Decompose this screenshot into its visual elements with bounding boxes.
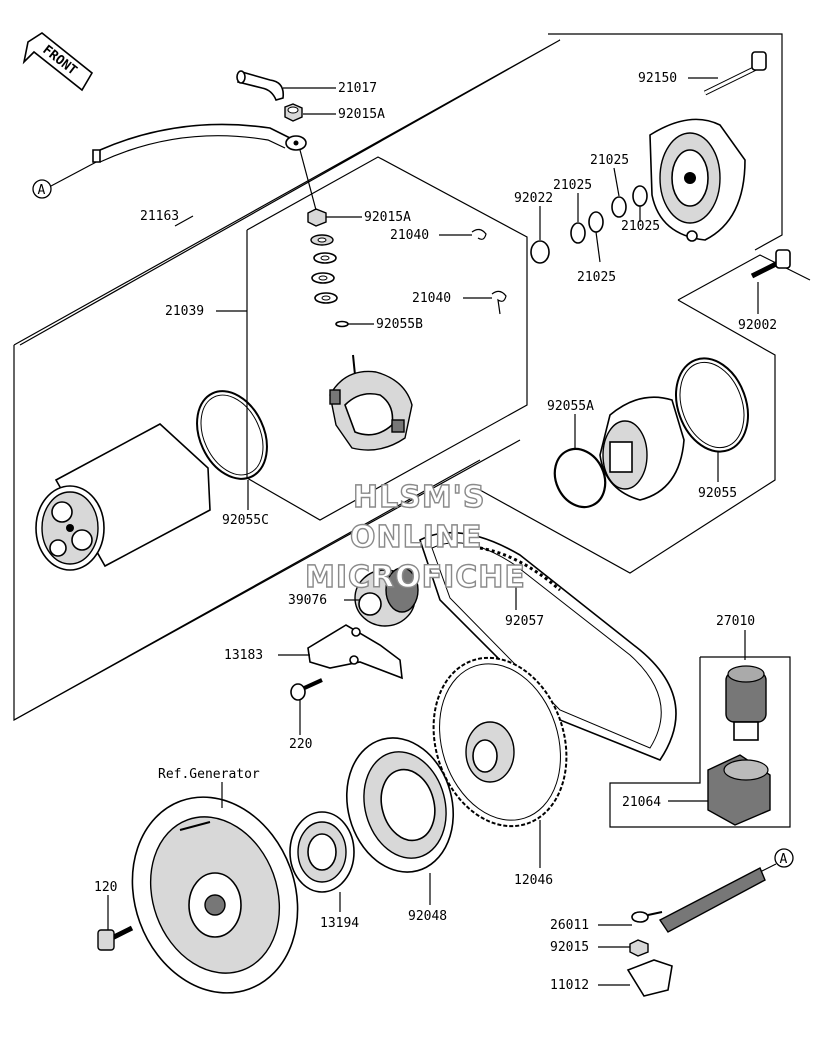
bolt-92002 <box>750 249 791 279</box>
label-92048: 92048 <box>408 909 447 924</box>
label-92015: 92015 <box>550 940 589 955</box>
assembly-outline-end-cover <box>479 254 811 574</box>
label-21017: 21017 <box>338 81 377 96</box>
label-21025-a: 21025 <box>590 153 629 168</box>
relay-holder-21064 <box>707 754 771 826</box>
svg-text:MICROFICHE: MICROFICHE <box>305 560 526 595</box>
label-92015a-top: 92015A <box>338 107 385 122</box>
label-21025-c: 21025 <box>621 219 660 234</box>
ref-marker-a-left: A <box>32 159 101 199</box>
label-ref-generator: Ref.Generator <box>158 767 260 782</box>
watermark: HLSM'S ONLINE MICROFICHE <box>304 479 526 595</box>
label-12046: 12046 <box>514 873 553 888</box>
label-13194: 13194 <box>320 916 359 931</box>
screw-220 <box>290 678 323 701</box>
svg-text:ONLINE: ONLINE <box>350 520 483 555</box>
starter-cable <box>92 123 307 163</box>
leader-lines <box>107 77 759 986</box>
label-120: 120 <box>94 880 117 895</box>
o-ring-92055c <box>196 390 268 480</box>
label-92055c: 92055C <box>222 513 269 528</box>
brush-spring-21040 <box>471 228 507 315</box>
front-cover <box>599 396 685 501</box>
svg-text:A: A <box>38 183 46 198</box>
label-220: 220 <box>289 737 312 752</box>
label-11012: 11012 <box>550 978 589 993</box>
label-21039: 21039 <box>165 304 204 319</box>
end-cover <box>649 118 746 242</box>
starter-chain-92057 <box>419 531 677 761</box>
label-21025-d: 21025 <box>577 270 616 285</box>
label-26011: 26011 <box>550 918 589 933</box>
label-21040-b: 21040 <box>412 291 451 306</box>
label-92057: 92057 <box>505 614 544 629</box>
nut-92015a-mid <box>307 208 327 227</box>
label-92055: 92055 <box>698 486 737 501</box>
washer-stack <box>310 234 349 328</box>
label-92055a: 92055A <box>547 399 594 414</box>
label-21025-b: 21025 <box>553 178 592 193</box>
assembly-outline-relay <box>609 656 791 828</box>
battery-cable: A <box>631 848 794 933</box>
nut-92015a-top <box>284 103 303 122</box>
label-13183: 13183 <box>224 648 263 663</box>
label-92002: 92002 <box>738 318 777 333</box>
front-arrow-icon: FRONT <box>22 32 94 92</box>
assembly-outline-starter <box>13 33 783 722</box>
o-ring-92055 <box>675 357 749 453</box>
starter-clutch-92048 <box>345 737 455 873</box>
label-21064: 21064 <box>622 795 661 810</box>
label-21040-a: 21040 <box>390 228 429 243</box>
one-way-clutch-13194 <box>289 811 355 893</box>
brush-holder-plate <box>329 354 413 451</box>
label-92022: 92022 <box>514 191 553 206</box>
sprocket-12046 <box>432 656 568 828</box>
label-92015a-mid: 92015A <box>364 210 411 225</box>
nut-92015 <box>629 939 649 957</box>
bolt-92150 <box>703 51 767 96</box>
o-ring-92055a <box>553 447 607 509</box>
label-27010: 27010 <box>716 614 755 629</box>
idler-gear-39076 <box>354 567 419 627</box>
generator-rotor <box>131 796 299 994</box>
label-21163: 21163 <box>140 209 179 224</box>
starter-relay-27010 <box>725 665 767 741</box>
washers-21025 <box>530 185 648 264</box>
starter-yoke-21039 <box>35 423 211 571</box>
label-92150: 92150 <box>638 71 677 86</box>
bolt-120 <box>97 925 134 951</box>
part-labels: 21017 92015A 92015A 21163 21040 21040 92… <box>94 71 777 993</box>
terminal-boot-21017 <box>236 70 285 101</box>
label-92055b: 92055B <box>376 317 423 332</box>
svg-text:HLSM'S: HLSM'S <box>353 480 485 515</box>
label-39076: 39076 <box>288 593 327 608</box>
plate-13183 <box>307 624 403 680</box>
terminal-cap-11012 <box>626 959 673 997</box>
ref-marker-a-right: A <box>780 852 788 867</box>
